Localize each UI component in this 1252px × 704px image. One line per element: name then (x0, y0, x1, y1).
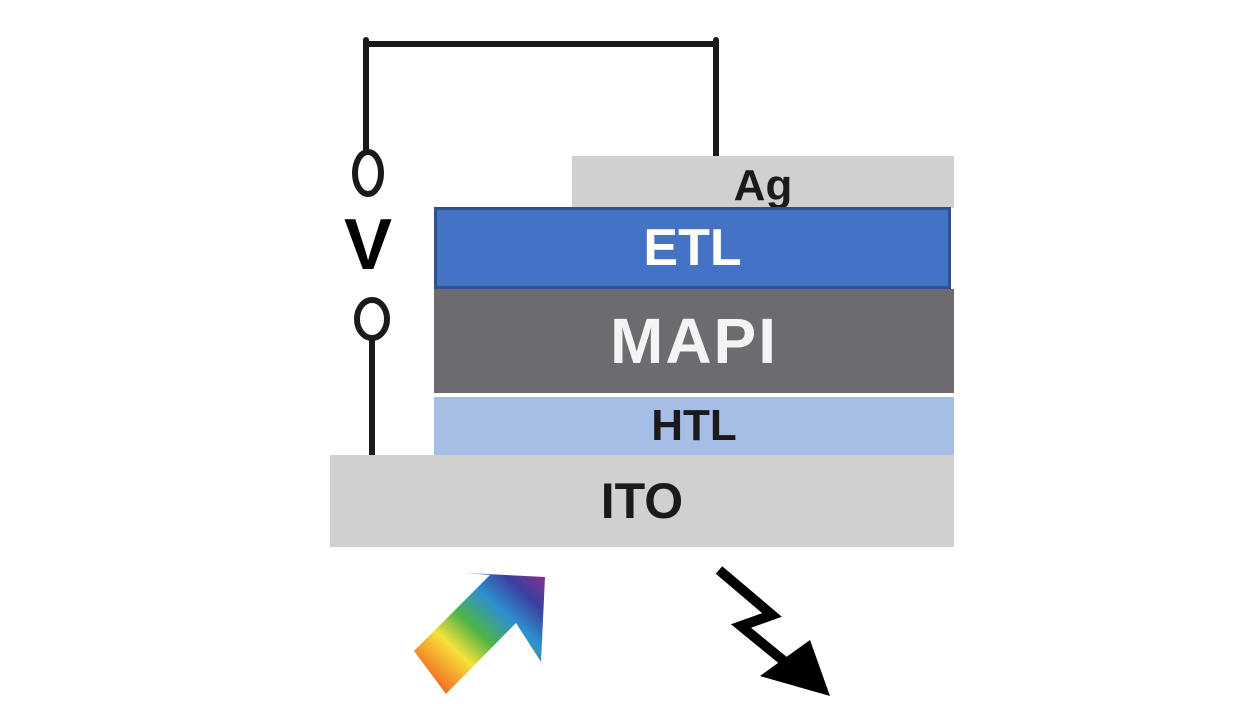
htl-layer: HTL (434, 397, 954, 455)
mapi-layer: MAPI (434, 289, 954, 393)
ag-layer: Ag (572, 156, 954, 210)
lightning-arrow-icon (715, 566, 830, 696)
ito-layer: ITO (330, 455, 954, 547)
upper-terminal (352, 149, 384, 197)
etl-layer: ETL (434, 207, 951, 289)
voltage-label: V (343, 205, 393, 285)
rainbow-arrow-icon (414, 573, 545, 694)
